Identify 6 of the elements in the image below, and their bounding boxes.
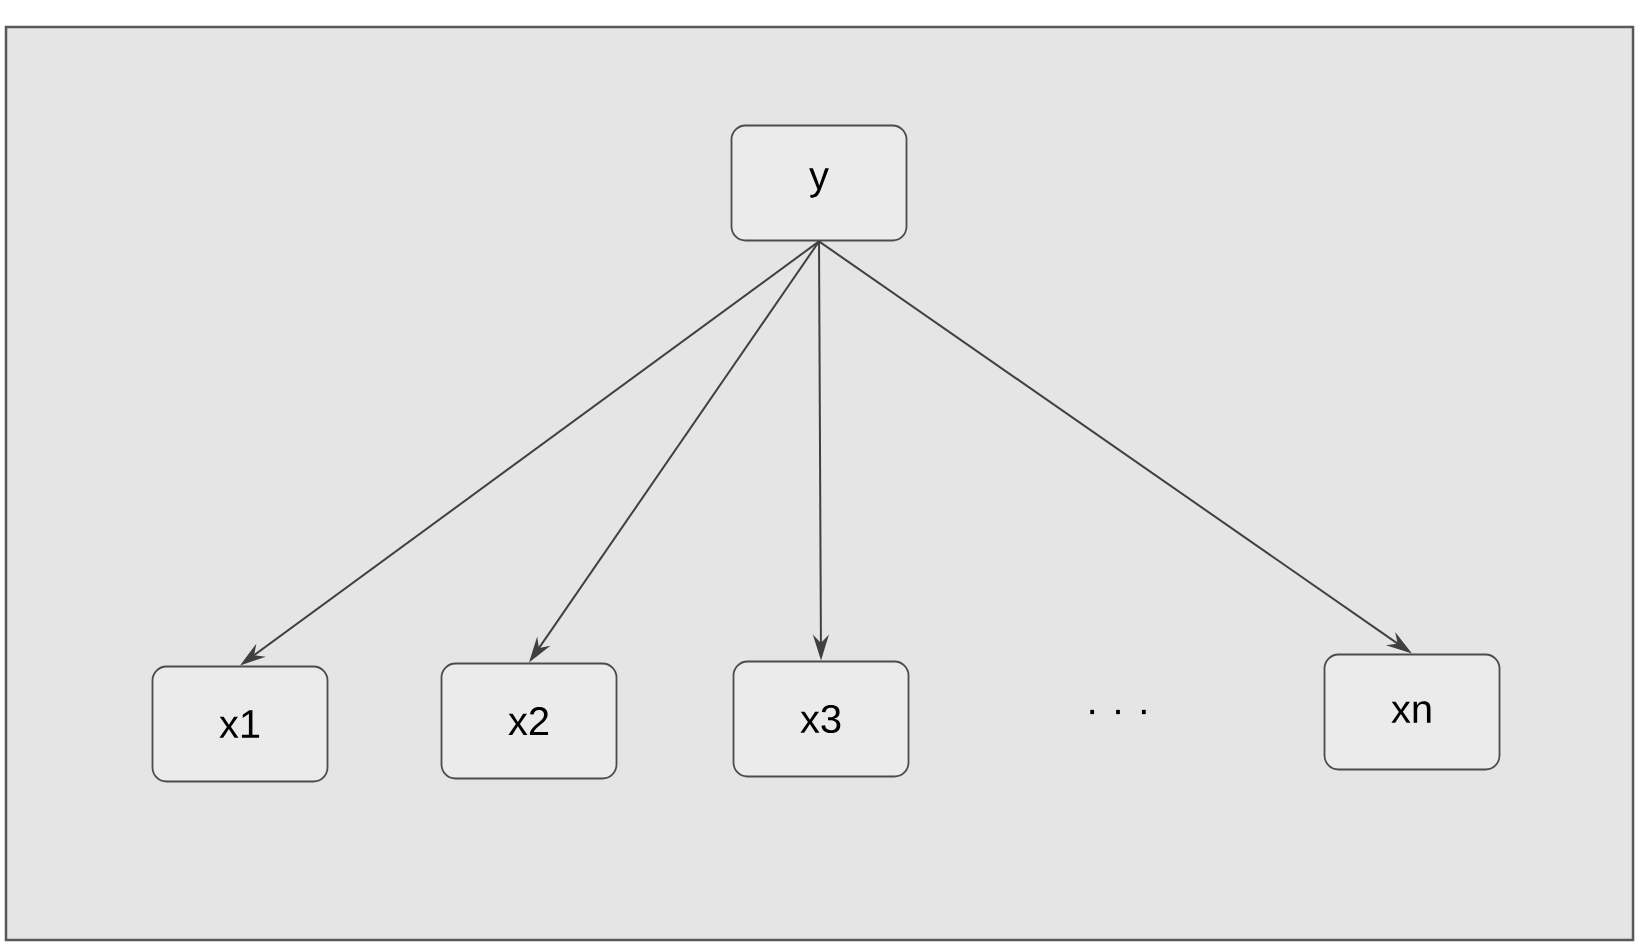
node-box: x3 (732, 660, 910, 778)
node-box: x1 (151, 665, 329, 783)
ellipsis-label: . . . (1090, 709, 1146, 715)
node-box: y (730, 124, 908, 242)
node-box: xn (1323, 653, 1501, 771)
node-box: x2 (440, 662, 618, 780)
